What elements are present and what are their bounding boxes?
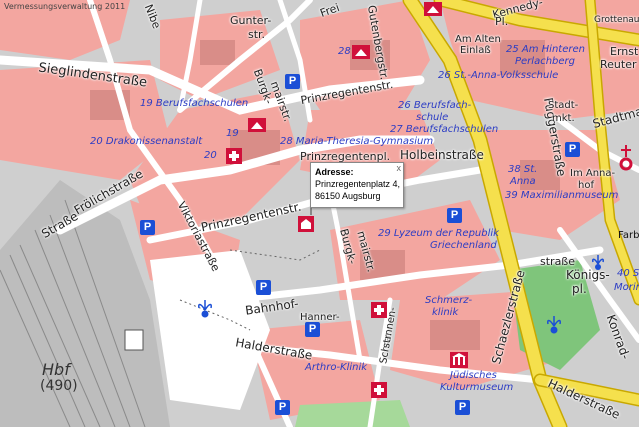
- label-arthro-klinik: Arthro-Klinik: [305, 362, 368, 373]
- parking-icon[interactable]: P: [285, 74, 300, 89]
- fountain-icon[interactable]: [545, 312, 563, 334]
- label-farb: Farb: [618, 230, 639, 241]
- popup-street: Prinzregentenplatz 4,: [315, 179, 401, 189]
- address-popup: Adresse: Prinzregentenplatz 4, 86150 Aug…: [310, 162, 404, 208]
- label-school-25a: 25 Am Hinteren: [506, 44, 585, 55]
- label-school-26b1: 26 Berufsfach-: [398, 100, 472, 111]
- church-icon[interactable]: [618, 145, 634, 171]
- label-reuter: Reuter: [600, 58, 637, 71]
- parking-icon[interactable]: P: [455, 400, 470, 415]
- label-strasse-2: straße: [540, 255, 576, 268]
- label-school-27: 27 Berufsfachschulen: [390, 124, 499, 135]
- popup-title: Adresse:: [315, 167, 354, 177]
- parking-icon[interactable]: P: [275, 400, 290, 415]
- label-gunter-2: str.: [248, 28, 266, 41]
- station-building: [124, 329, 144, 351]
- parking-icon[interactable]: P: [256, 280, 271, 295]
- major-road: [402, 0, 639, 427]
- label-school-38a: 38 St.: [508, 164, 538, 175]
- parking-icon[interactable]: P: [565, 142, 580, 157]
- parking-icon[interactable]: P: [140, 220, 155, 235]
- label-school-39: 39 Maximilianmuseum: [505, 190, 619, 201]
- address-marker-icon[interactable]: [298, 216, 314, 232]
- park-south: [295, 400, 410, 427]
- label-gunter: Gunter-: [230, 14, 272, 27]
- label-einlass: Einlaß: [460, 45, 491, 56]
- label-konigsplatz: Königs-: [566, 268, 610, 282]
- railway-area: [0, 180, 170, 427]
- label-ernst: Ernst: [610, 45, 639, 58]
- hospital-icon[interactable]: [226, 148, 242, 164]
- label-grottenau: Grottenau: [594, 15, 639, 25]
- label-konigsplatz-2: pl.: [572, 282, 587, 296]
- label-stadtmarkt: Stadt-: [548, 100, 579, 111]
- label-haunstetter: Hanner-: [300, 312, 340, 323]
- label-hbf: Hbf: [42, 360, 70, 379]
- hospital-icon[interactable]: [371, 382, 387, 398]
- label-school-28: 28 Maria-Theresia-Gymnasium: [280, 136, 434, 147]
- label-kennedy-2: Pl.: [495, 15, 509, 28]
- label-hbf-elevation: (490): [40, 378, 78, 394]
- label-schmerzklinik-2: klinik: [432, 307, 459, 318]
- museum-icon[interactable]: [450, 352, 468, 368]
- label-schmerzklinik-1: Schmerz-: [425, 295, 473, 306]
- label-juedisches-1: Jüdisches: [450, 370, 497, 381]
- hospital-icon[interactable]: [371, 302, 387, 318]
- parking-icon[interactable]: P: [305, 322, 320, 337]
- label-juedisches-2: Kulturmuseum: [440, 382, 514, 393]
- label-school-29b: Griechenland: [430, 240, 497, 251]
- label-num-19: 19: [226, 128, 239, 139]
- copyright-text: Vermessungsverwaltung 2011: [4, 2, 126, 11]
- label-school-25b: Perlachberg: [515, 56, 575, 67]
- popup-pointer: [310, 205, 312, 215]
- label-school-40: 40 S: [617, 268, 639, 279]
- label-school-29a: 29 Lyzeum der Republik: [378, 228, 499, 239]
- label-stadtmarkt-2: mkt.: [552, 113, 575, 124]
- label-school-26b2: schule: [416, 112, 449, 123]
- school-icon[interactable]: [424, 2, 442, 16]
- school-icon[interactable]: [352, 45, 370, 59]
- label-num-28: 28: [338, 46, 351, 57]
- popup-close-button[interactable]: x: [396, 163, 402, 173]
- label-am-alten: Am Alten: [455, 34, 501, 45]
- label-school-19: 19 Berufsfachschulen: [140, 98, 249, 109]
- parking-icon[interactable]: P: [447, 208, 462, 223]
- label-school-26: 26 St.-Anna-Volksschule: [438, 70, 559, 81]
- label-morin: Morin: [614, 282, 639, 293]
- label-im-annahof: Im Anna-: [570, 168, 616, 179]
- label-prinzregentenplatz: Prinzregentenpl.: [300, 150, 391, 163]
- popup-city: 86150 Augsburg: [315, 191, 381, 201]
- fountain-icon[interactable]: [196, 296, 214, 318]
- label-num-20: 20: [204, 150, 217, 161]
- fountain-icon[interactable]: [590, 252, 606, 270]
- label-im-annahof-2: hof: [578, 180, 594, 191]
- footpaths: [179, 249, 321, 331]
- school-icon[interactable]: [248, 118, 266, 132]
- label-holbein: Holbeinstraße: [400, 148, 484, 162]
- station-plaza: [150, 250, 270, 410]
- label-school-20: 20 Drakonissenanstalt: [90, 136, 203, 147]
- label-school-38b: Anna: [510, 176, 536, 187]
